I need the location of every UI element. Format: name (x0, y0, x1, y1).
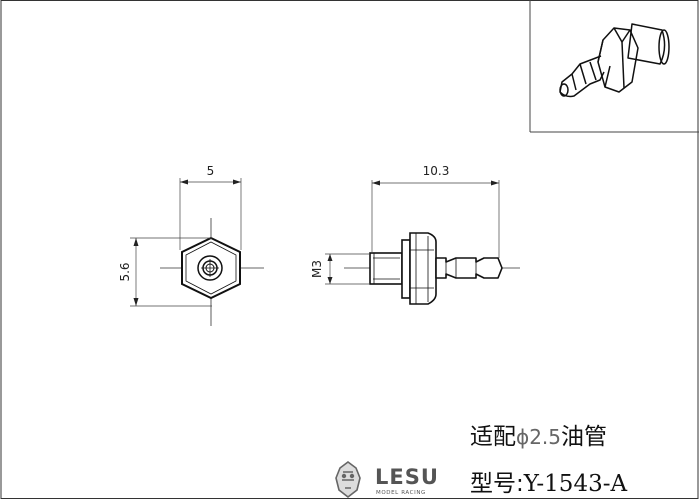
hose-barb (435, 257, 503, 279)
hex-height-label: 5.6 (118, 262, 132, 281)
logo-brand: LESU (375, 465, 439, 489)
caption-line-1: 适配ϕ2.5油管 (470, 424, 607, 450)
thread-label: M3 (310, 260, 324, 278)
caption-block: 适配ϕ2.5油管 型号:Y-1543-A (470, 424, 627, 497)
fitting-3d-illustration (559, 23, 670, 98)
isometric-view-inset (529, 0, 699, 133)
hex-width-label: 5 (207, 164, 215, 178)
hex-body (401, 232, 437, 305)
total-length-label: 10.3 (423, 164, 450, 178)
dimension-thread: M3 (310, 253, 370, 285)
dimension-hex-height: 5.6 (118, 237, 212, 307)
lion-head-icon (335, 461, 361, 499)
caption-line-2: 型号:Y-1543-A (470, 471, 627, 497)
threaded-shank (369, 252, 403, 285)
hex-end-view: 5 5.6 (118, 164, 264, 326)
lesu-logo: LESU MODEL RACING (335, 461, 439, 499)
logo-subtitle: MODEL RACING (376, 490, 426, 496)
side-view: 10.3 M3 (310, 164, 520, 305)
hex-chamfer (185, 241, 237, 295)
dimension-hex-width: 5 (179, 164, 242, 250)
dimension-total-length: 10.3 (371, 164, 500, 258)
